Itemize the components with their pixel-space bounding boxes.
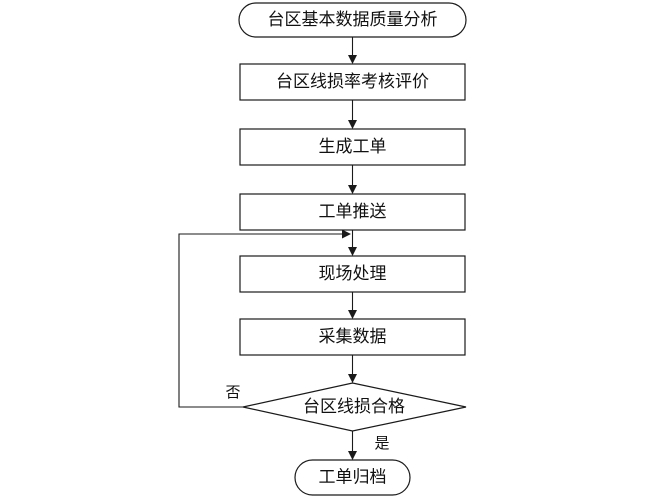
- node-generate: 生成工单: [239, 128, 466, 166]
- node-start: 台区基本数据质量分析: [238, 2, 467, 38]
- process-shape: [239, 193, 466, 231]
- edge-start-to-evaluate: [348, 37, 357, 64]
- edge-onsite-to-collect: [348, 292, 357, 319]
- process-shape: [239, 318, 466, 356]
- node-collect: 采集数据: [239, 318, 466, 356]
- edge-collect-to-decision: [348, 355, 357, 383]
- process-shape: [239, 63, 466, 101]
- node-end: 工单归档: [294, 459, 411, 496]
- node-onsite-label: 现场处理: [319, 264, 387, 284]
- edge-push-to-onsite: [348, 230, 357, 256]
- node-push: 工单推送: [239, 193, 466, 231]
- edge-evaluate-to-generate: [348, 100, 357, 129]
- node-decision-label: 台区线损合格: [303, 397, 405, 417]
- edge-decision-yes: 是: [348, 431, 390, 460]
- terminal-shape: [294, 459, 411, 496]
- node-end-label: 工单归档: [319, 468, 387, 488]
- node-collect-label: 采集数据: [319, 327, 387, 347]
- edge-decision-no-loop: 否: [178, 229, 351, 408]
- edge-generate-to-push: [348, 165, 357, 194]
- edge-yes-label: 是: [374, 434, 389, 452]
- node-decision: 台区线损合格: [242, 382, 467, 432]
- node-generate-label: 生成工单: [319, 137, 387, 157]
- node-onsite: 现场处理: [239, 255, 466, 293]
- node-evaluate: 台区线损率考核评价: [239, 63, 466, 101]
- edge-no-label: 否: [225, 383, 240, 401]
- node-start-label: 台区基本数据质量分析: [268, 10, 438, 30]
- node-push-label: 工单推送: [319, 202, 387, 222]
- node-evaluate-label: 台区线损率考核评价: [276, 72, 429, 92]
